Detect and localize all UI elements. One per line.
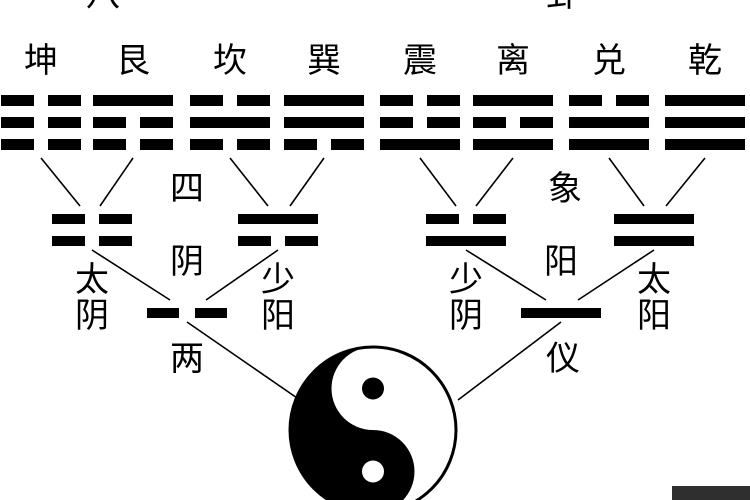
two-modes-symbols [147,308,601,318]
connector-line-6 [608,157,645,207]
image-0-yin-line-0-left [52,236,85,246]
two-modes-name-yang: 阳 [544,242,578,282]
connector-line-13 [457,321,562,401]
trigram-5-yin-line-1-left [473,117,506,128]
four-image-name-taiyang: 太阳 [637,260,671,337]
corner-overlay [672,486,750,500]
top-label-ba: 八 [86,0,120,12]
trigram-0-yin-line-2-right [48,95,81,106]
trigram-2-yin-line-0-right [237,139,270,150]
connector-line-8 [91,249,171,301]
trigram-0-yin-line-1-left [1,117,34,128]
two-modes-name-yin: 阴 [170,242,204,282]
trigram-1-yin-line-1-right [140,117,173,128]
connector-line-9 [205,249,279,301]
taiji-icon [288,345,458,500]
top-label-gua: 卦 [546,0,580,12]
trigram-4-yin-line-1-right [427,117,460,128]
connector-line-7 [665,157,706,207]
taiji-light-dot [362,460,384,483]
image-3-yang-line-0 [614,236,694,246]
image-1-yin-line-0-right [285,236,318,246]
trigram-5-yang-line-2 [473,95,553,106]
connector-line-4 [419,157,457,207]
trigram-4-yin-line-1-left [380,117,413,128]
trigram-0-yin-line-2-left [1,95,34,106]
trigram-name-xun: 巽 [307,41,341,81]
trigram-2-yin-line-2-right [237,95,270,106]
trigram-name-dui: 兑 [592,41,626,81]
trigram-1-yin-line-0-right [140,139,173,150]
trigram-4-yang-line-0 [380,139,460,150]
trigram-name-li: 离 [496,41,530,81]
two-modes-label-yi: 仪 [546,339,580,379]
connector-lines [40,157,706,401]
connector-line-5 [475,157,514,207]
two-modes-label-liang: 两 [170,339,204,379]
trigram-name-kun: 坤 [24,41,58,81]
trigram-7-yang-line-0 [665,139,745,150]
connector-line-1 [99,157,134,207]
trigram-symbols [1,95,745,150]
image-3-yang-line-1 [614,214,694,224]
trigram-2-yin-line-0-left [190,139,223,150]
trigram-4-yin-line-2-left [380,95,413,106]
trigram-0-yin-line-0-left [1,139,34,150]
mode-1-yang-line-0 [521,308,601,318]
connector-line-12 [186,321,301,401]
trigram-1-yin-line-0-left [93,139,126,150]
trigram-3-yang-line-1 [284,117,364,128]
trigram-name-kan: 坎 [213,41,247,81]
mode-0-yin-line-0-left [147,308,179,318]
four-image-name-taiyin: 太阴 [75,260,109,337]
trigram-6-yang-line-0 [569,139,649,150]
image-0-yin-line-1-right [99,214,132,224]
connector-line-3 [289,157,325,207]
four-images-label-xiang: 象 [548,169,582,209]
connector-line-11 [577,249,655,301]
four-image-name-shaoyang: 少阳 [261,260,295,337]
trigram-name-zhen: 震 [403,41,437,81]
trigram-7-yang-line-1 [665,117,745,128]
taiji-dark-dot [362,377,384,400]
mode-0-yin-line-0-right [195,308,227,318]
trigram-0-yin-line-0-right [48,139,81,150]
taiji-dark-half [290,347,415,500]
trigram-5-yang-line-0 [473,139,553,150]
trigram-6-yang-line-1 [569,117,649,128]
trigram-3-yin-line-0-right [331,139,364,150]
trigram-3-yang-line-2 [284,95,364,106]
image-0-yin-line-1-left [52,214,85,224]
four-images-label-si: 四 [170,169,204,209]
image-0-yin-line-0-right [99,236,132,246]
trigram-4-yin-line-2-right [427,95,460,106]
image-2-yang-line-0 [426,236,506,246]
image-2-yin-line-1-right [473,214,506,224]
connector-line-10 [465,249,547,301]
connector-line-0 [40,157,81,207]
trigram-0-yin-line-1-right [48,117,81,128]
trigram-7-yang-line-2 [665,95,745,106]
trigram-2-yang-line-1 [190,117,270,128]
trigram-2-yin-line-2-left [190,95,223,106]
trigram-5-yin-line-1-right [520,117,553,128]
trigram-name-gen: 艮 [116,41,150,81]
trigram-name-qian: 乾 [688,41,722,81]
trigram-1-yin-line-1-left [93,117,126,128]
image-1-yang-line-1 [238,214,318,224]
image-1-yin-line-0-left [238,236,271,246]
four-image-name-shaoyin: 少阴 [449,260,483,337]
trigram-1-yang-line-2 [93,95,173,106]
image-2-yin-line-1-left [426,214,459,224]
trigram-6-yin-line-2-left [569,95,602,106]
trigram-6-yin-line-2-right [616,95,649,106]
four-images-symbols [52,214,694,246]
connector-line-2 [229,157,269,207]
trigram-3-yin-line-0-left [284,139,317,150]
